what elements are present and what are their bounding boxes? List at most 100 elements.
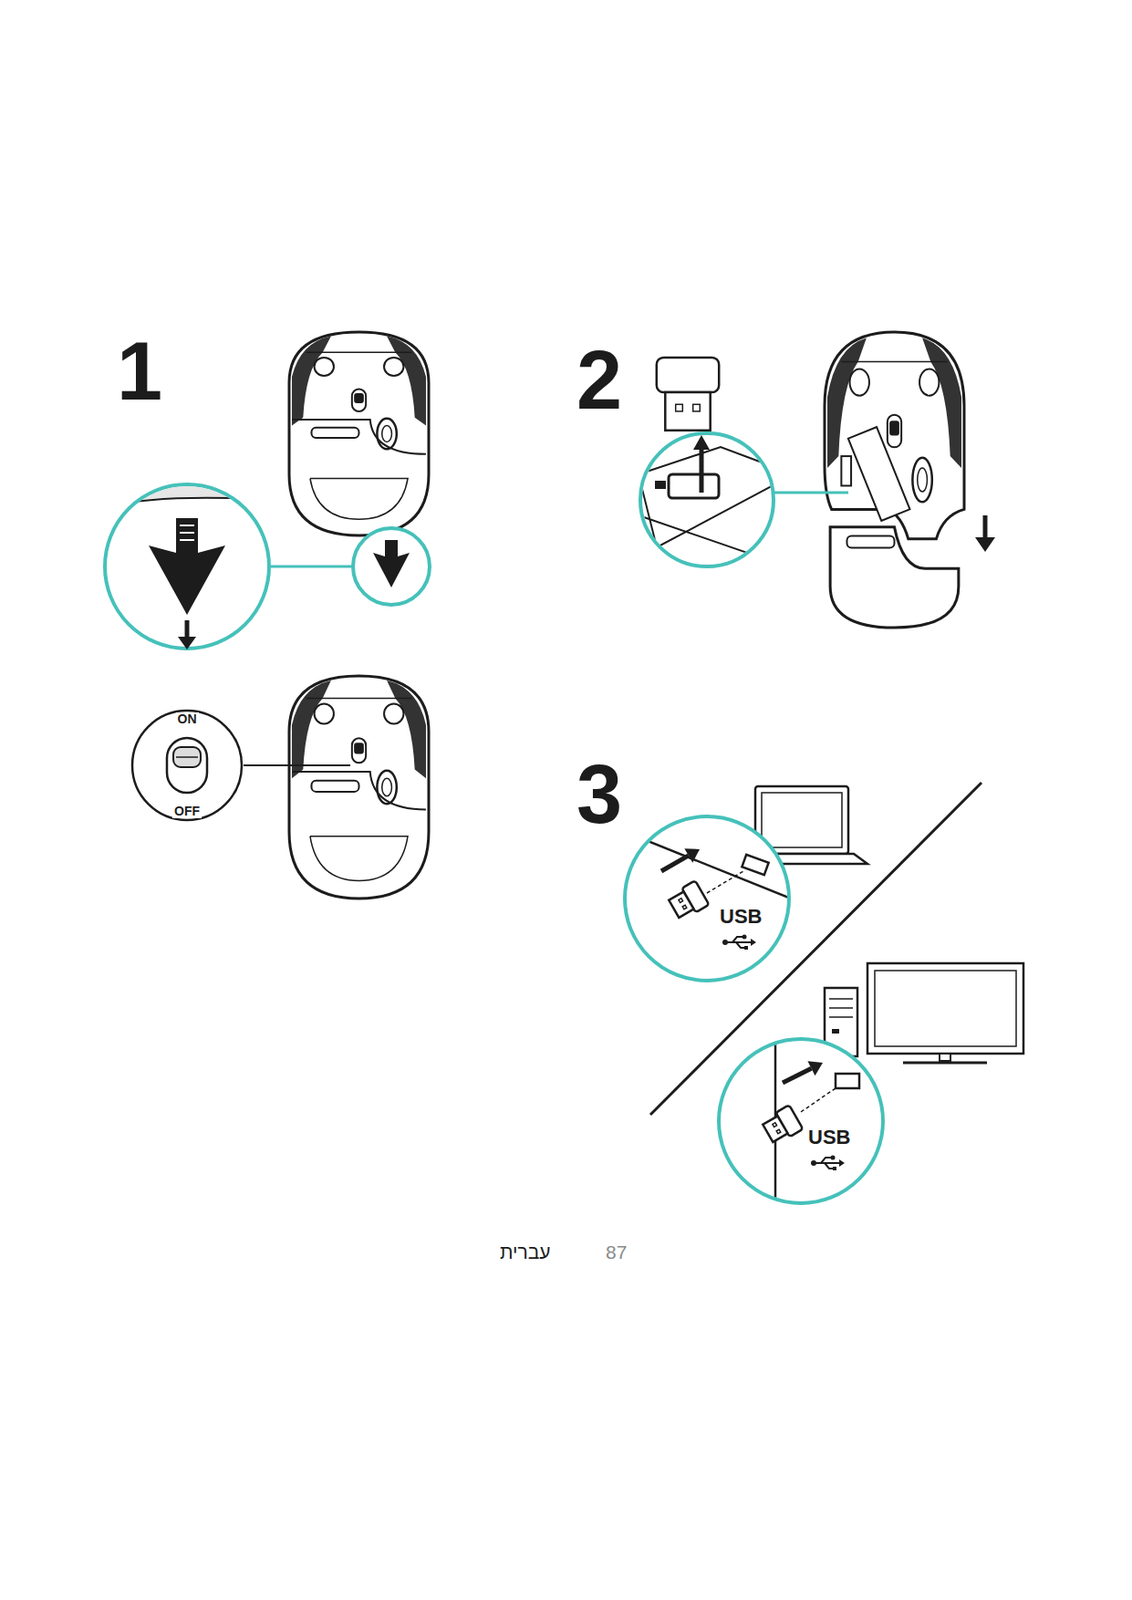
arrow-head — [684, 848, 700, 863]
arrow-head — [693, 435, 710, 450]
plug-hole — [675, 404, 684, 412]
insert-guide — [800, 1088, 836, 1112]
arrow-shaft — [661, 855, 689, 872]
mouse-shell — [289, 332, 429, 536]
receiver-cap — [656, 357, 719, 393]
tab-ridge — [179, 539, 195, 541]
drive-bay — [829, 1016, 853, 1018]
switch-slider — [173, 747, 201, 768]
usb-branch-end — [830, 1155, 836, 1161]
sensor — [912, 457, 932, 503]
usb-dot — [810, 1160, 817, 1166]
callout-text: OFF — [172, 804, 202, 819]
receiver-slot — [841, 456, 852, 486]
power-switch — [352, 737, 366, 763]
usb-branch-end — [744, 945, 748, 950]
laptop-edge — [623, 830, 791, 899]
cover-arrow-tab — [148, 518, 226, 615]
usb-branch — [736, 942, 746, 948]
sensor — [376, 770, 396, 805]
arrow-shaft — [185, 620, 190, 637]
arrow-shaft — [983, 515, 988, 538]
leader-line — [771, 491, 849, 495]
callout-outline — [623, 814, 791, 983]
slide-arrow — [177, 620, 197, 650]
page-number: 87 — [605, 1242, 627, 1262]
power-switch — [352, 388, 366, 412]
switch-slider — [353, 393, 364, 404]
zoom-callout — [718, 1038, 883, 1204]
monitor-foot — [903, 1061, 987, 1065]
insert-arrow — [782, 1060, 823, 1083]
sensor — [376, 418, 396, 449]
usb-port — [835, 1073, 860, 1089]
receiver-slot — [668, 474, 719, 499]
arrow-head — [807, 1060, 823, 1076]
tower-port — [831, 1028, 840, 1034]
bottom-pad — [310, 836, 408, 882]
callout-text: ON — [176, 712, 199, 727]
side-grip — [922, 337, 962, 468]
pull-out-arrow — [693, 435, 710, 493]
cover-grip — [846, 536, 894, 549]
receiver-plug — [762, 1115, 788, 1142]
mouse-underside — [289, 675, 429, 899]
usb-receiver — [666, 880, 709, 921]
battery-cover — [291, 419, 426, 455]
callout-text: USB — [806, 1126, 852, 1149]
desktop-computer — [824, 963, 1024, 1063]
zoom-content — [760, 1037, 860, 1205]
monitor-display — [874, 970, 1017, 1047]
step-number: 3 — [576, 753, 623, 836]
plug-hole — [772, 1122, 778, 1128]
callout-outline — [716, 1037, 885, 1205]
drive-bay — [829, 1007, 853, 1009]
top-pad — [841, 361, 947, 364]
receiver-plug — [668, 891, 694, 917]
mouse-foot — [314, 357, 334, 376]
usb-port — [741, 854, 769, 875]
tab-ridge — [179, 524, 195, 527]
drive-bay — [829, 997, 853, 1000]
compartment-surface — [638, 446, 794, 548]
usb-symbol — [810, 1155, 845, 1172]
zoom-callout — [624, 816, 790, 981]
usb-branch-end — [832, 1166, 837, 1171]
top-pad — [305, 697, 412, 700]
switch-slider — [353, 742, 364, 754]
cover-grip — [311, 780, 359, 792]
plug-hole — [693, 404, 701, 412]
language-name: עברית — [499, 1242, 551, 1262]
usb-trunk — [813, 1162, 840, 1164]
monitor-neck — [939, 1053, 951, 1061]
usb-dot — [722, 939, 728, 946]
sensor-lens — [917, 467, 928, 492]
zoom-callout — [104, 484, 270, 649]
arrow-head — [177, 636, 197, 650]
remove-cover-arrow — [975, 515, 996, 552]
usb-branch — [820, 1157, 832, 1164]
zoom-content — [638, 446, 794, 566]
monitor — [867, 963, 1024, 1054]
plug-hole — [776, 1129, 781, 1134]
side-grip — [386, 680, 426, 779]
arrow-head — [975, 537, 996, 552]
usb-tip — [750, 938, 757, 946]
battery — [848, 426, 911, 521]
plug-hole — [682, 904, 687, 910]
cover-arrow-tab — [373, 540, 410, 588]
zoom-content — [623, 830, 791, 950]
usb-receiver — [656, 357, 719, 431]
leader-line — [243, 764, 351, 767]
callout-circle: ON OFF — [130, 708, 244, 822]
sensor-lens — [382, 425, 393, 443]
battery-cover — [830, 527, 959, 628]
side-grip — [386, 335, 426, 426]
usb-branch-end — [742, 934, 748, 940]
insert-arrow — [661, 848, 700, 872]
receiver-plug — [664, 392, 710, 431]
usb-trunk — [725, 941, 751, 944]
arrow-shaft — [782, 1068, 811, 1083]
mouse-edge — [91, 483, 274, 511]
callout-circle — [132, 710, 242, 821]
